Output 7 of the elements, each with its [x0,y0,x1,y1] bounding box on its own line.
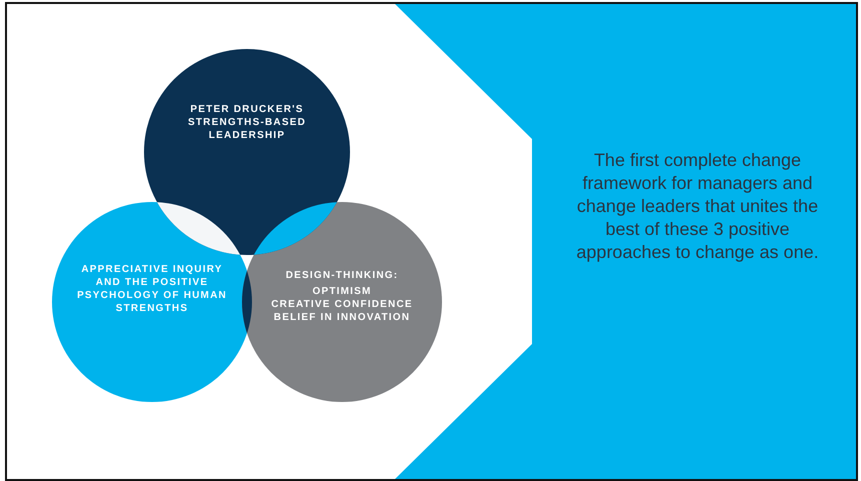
circle-text: BELIEF IN INNOVATION [272,310,412,324]
circle-text: CREATIVE CONFIDENCE [270,298,414,310]
panel-text: The first complete change framework for managers and change leaders that unites the best of these 3 positive approaches to change as one. [575,149,820,264]
circle-text: OPTIMISM [311,284,373,298]
circle-heading: APPRECIATIVE INQUIRY AND THE POSITIVE PSYCHOLOGY OF HUMAN STRENGTHS [77,263,227,315]
circle-heading: DESIGN-THINKING: [284,268,400,282]
circle-heading: PETER DRUCKER'S STRENGTHS-BASED LEADERSHIP [186,102,307,142]
